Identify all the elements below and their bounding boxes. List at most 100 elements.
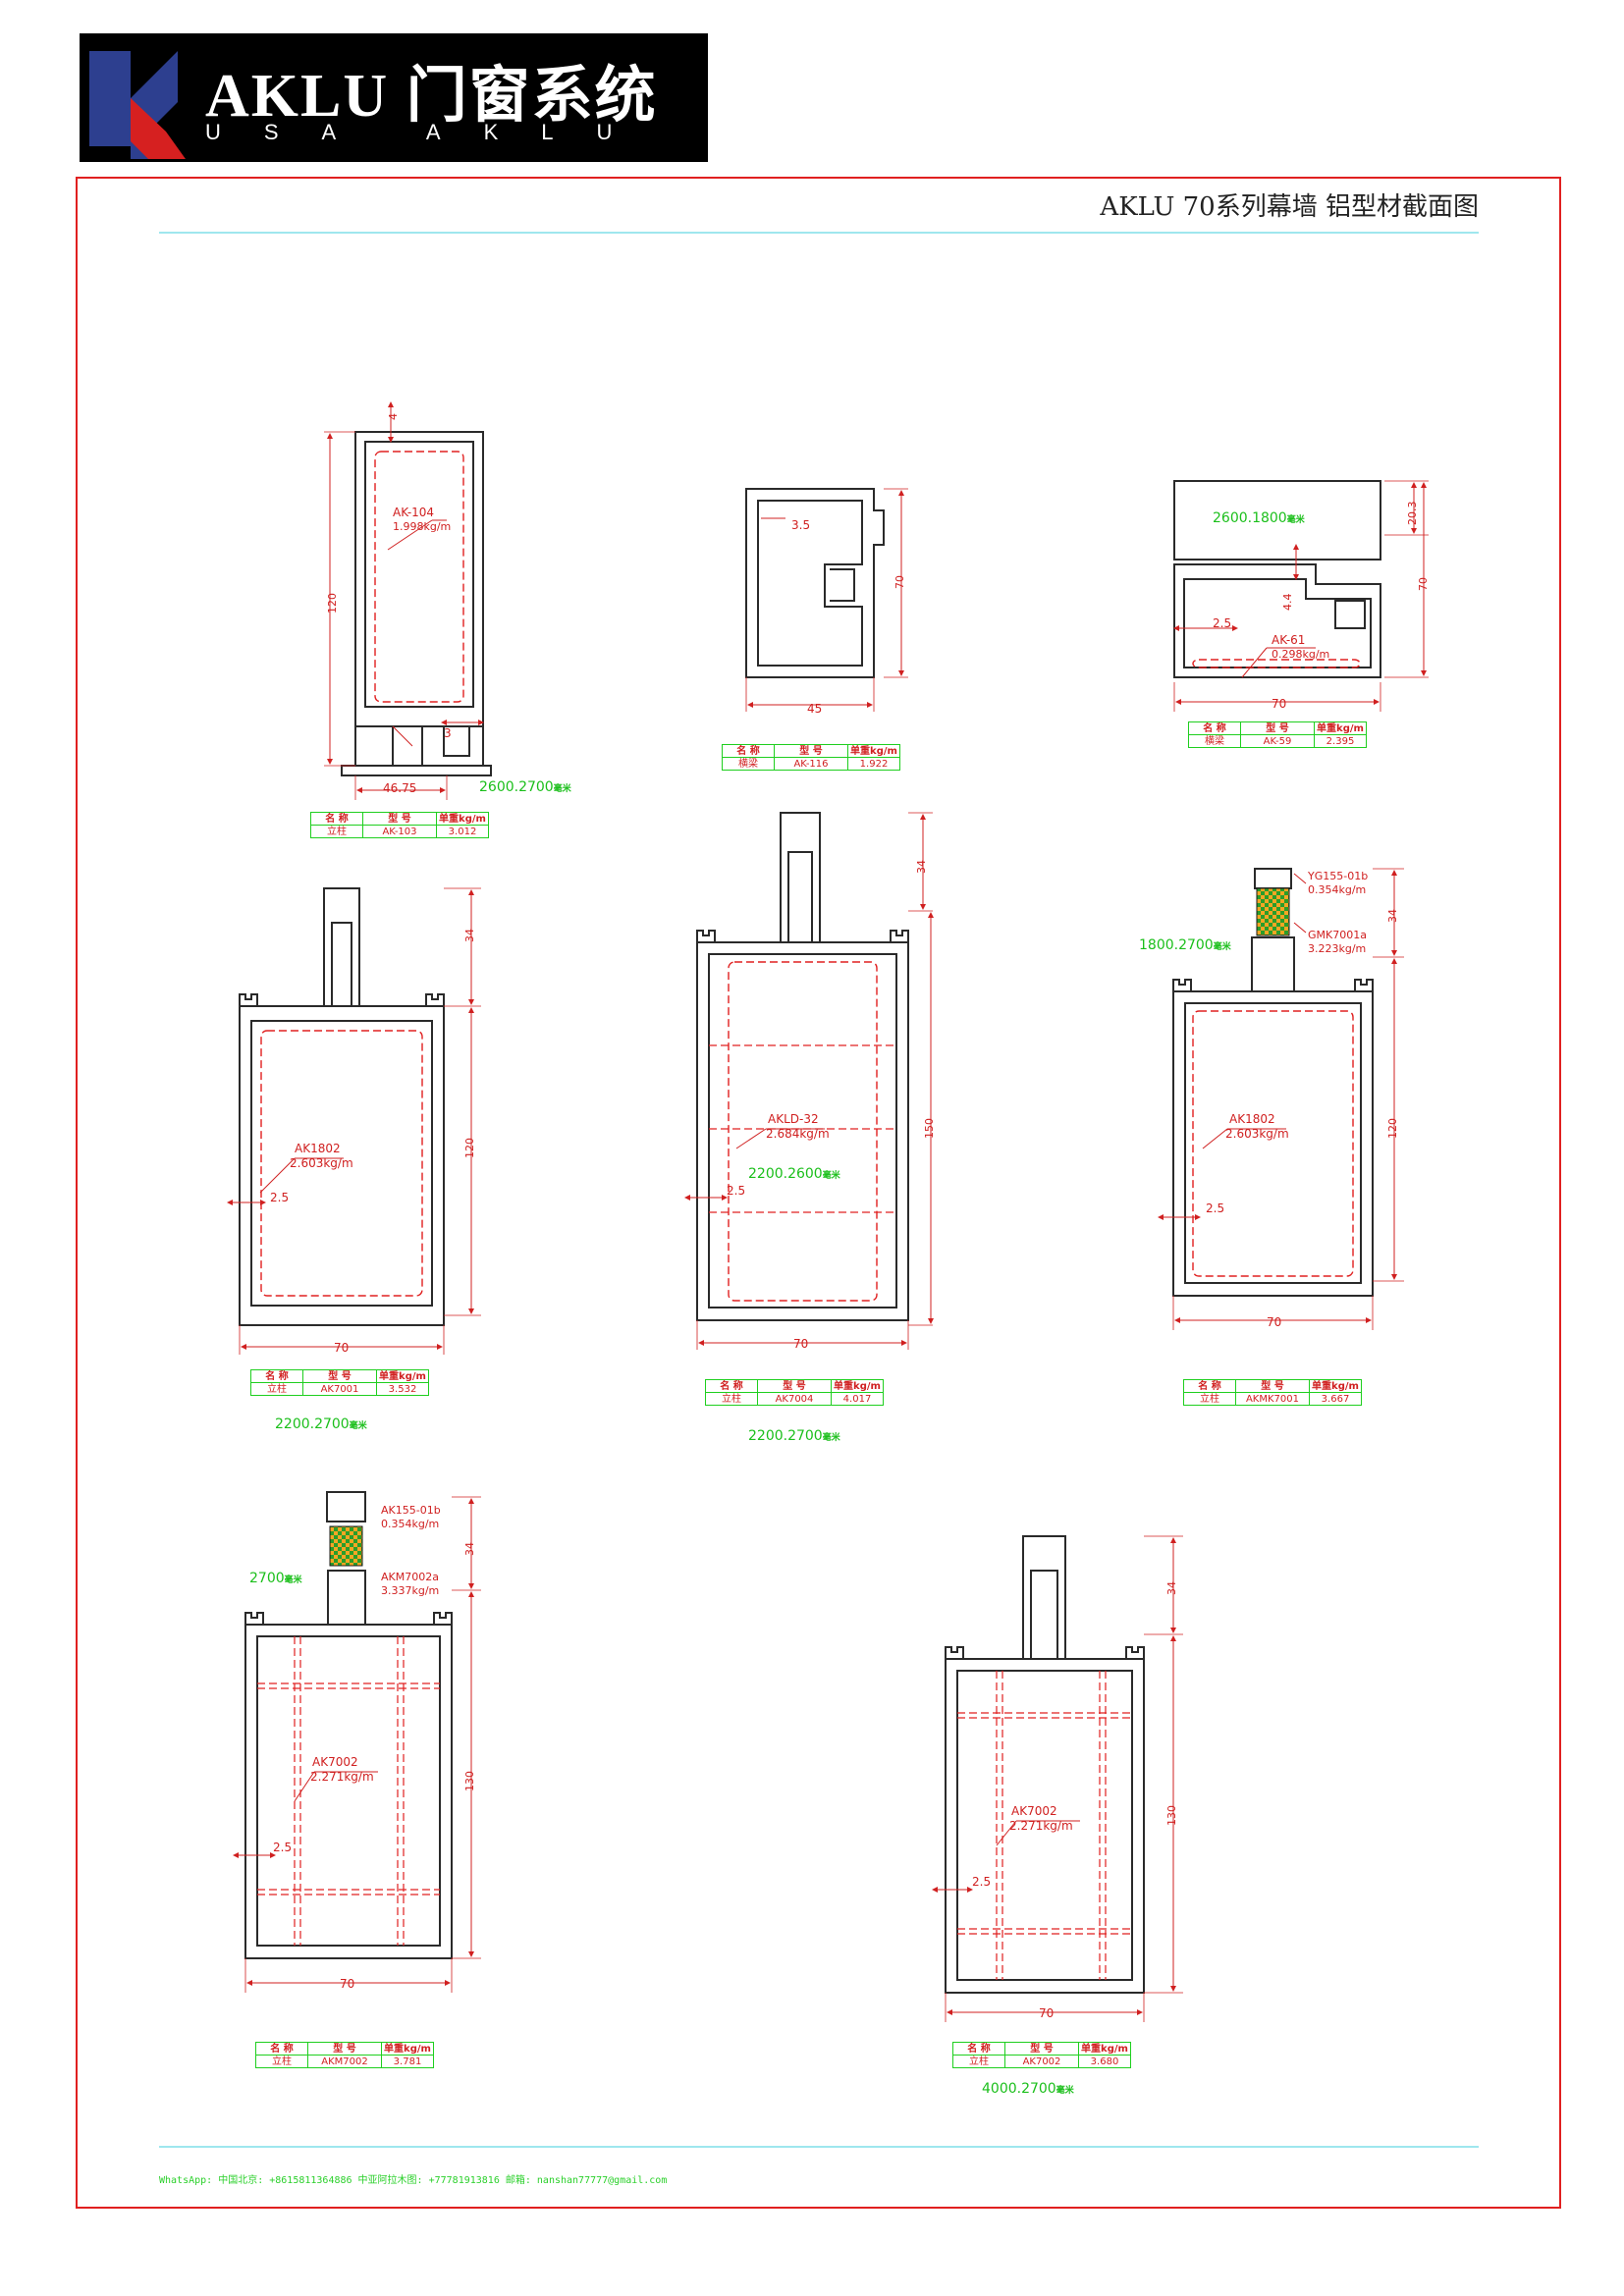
- spec-cell-weight: 4.017: [831, 1392, 884, 1406]
- profile-label: AK-104: [393, 506, 435, 519]
- dimension-label: 130: [1165, 1805, 1178, 1826]
- clip-lug: [945, 1646, 964, 1660]
- leader-line: [387, 519, 433, 551]
- top-part-weight: 0.354kg/m: [381, 1518, 440, 1530]
- spec-header-cell: 单重kg/m: [1078, 2042, 1131, 2056]
- profile-akm7002-body: [244, 1624, 453, 1959]
- dimension-label: 2.5: [972, 1875, 992, 1889]
- profile-ak103-foot: [341, 765, 492, 776]
- clip-lug: [1172, 979, 1192, 992]
- dimension-label: 3: [444, 726, 452, 740]
- spec-cell-weight: 3.781: [381, 2055, 434, 2068]
- mid-part-label: GMK7001a: [1308, 929, 1367, 941]
- profile-gmk7001-stem: [1251, 936, 1295, 992]
- profile-ak7004-stem: [780, 812, 821, 943]
- profile-label: AK7002: [1011, 1804, 1057, 1818]
- spec-cell-weight: 1.922: [847, 757, 900, 771]
- spec-cell-name: 立柱: [250, 1382, 303, 1396]
- leader-line: [735, 1128, 767, 1149]
- spec-header-cell: 名 称: [1188, 721, 1241, 735]
- spec-cell-name: 横梁: [722, 757, 775, 771]
- leader-line: [259, 1157, 296, 1194]
- profile-ak103-base: [355, 725, 483, 766]
- dimension-label: 34: [915, 860, 928, 874]
- spec-table-header: 名 称型 号单重kg/m: [722, 744, 900, 758]
- profile-ak7001-inner: [250, 1020, 433, 1307]
- length-value: 2200.2700: [275, 1416, 350, 1432]
- spec-header-cell: 单重kg/m: [376, 1369, 429, 1383]
- spec-cell-name: 立柱: [1183, 1392, 1236, 1406]
- profile-akm7002-inner: [256, 1635, 441, 1947]
- dimension-label: 34: [1386, 909, 1399, 923]
- spec-table-header: 名 称型 号单重kg/m: [255, 2042, 434, 2056]
- dimension-label: 4: [387, 413, 400, 420]
- length-value: 1800.2700: [1139, 937, 1214, 953]
- leader-line: [294, 1771, 315, 1802]
- spec-cell-model: AK-116: [774, 757, 848, 771]
- length-label: 2200.2700毫米: [748, 1428, 840, 1444]
- length-unit: 毫米: [822, 1171, 840, 1181]
- profile-ak155-top: [326, 1491, 366, 1522]
- leader-line: [1202, 1128, 1228, 1149]
- spec-header-cell: 型 号: [1240, 721, 1315, 735]
- profile-ak59-bottom: [1173, 563, 1381, 678]
- profile-ak7004-stem-inner: [787, 851, 813, 943]
- profile-weight: 1.998kg/m: [393, 520, 452, 533]
- length-label: 2200.2700毫米: [275, 1416, 367, 1432]
- clip-lug: [696, 930, 716, 943]
- profile-ak59-top: [1173, 480, 1381, 561]
- profile-ak116-body: [745, 488, 885, 678]
- gasket-strip: [329, 1525, 363, 1567]
- dimension-label: 2.5: [727, 1184, 746, 1198]
- clip-lug: [239, 993, 258, 1007]
- length-label: 2600.1800毫米: [1213, 510, 1305, 526]
- profile-ak7002-stem-inner: [1030, 1570, 1058, 1660]
- dimension-label: 3.5: [791, 518, 811, 532]
- profile-akmk7001-body: [1172, 990, 1374, 1297]
- profile-label: AK-61: [1272, 633, 1306, 647]
- top-part-label: YG155-01b: [1308, 870, 1369, 882]
- inner-length-label: 2200.2600毫米: [748, 1166, 840, 1182]
- length-label: 2700毫米: [249, 1571, 302, 1586]
- spec-cell-model: AKMK7001: [1235, 1392, 1310, 1406]
- leader-line: [996, 1820, 1017, 1846]
- length-label: 1800.2700毫米: [1139, 937, 1231, 953]
- dimension-label: 34: [1165, 1581, 1178, 1595]
- dimension-label: 120: [326, 593, 339, 614]
- gasket-strip: [1256, 887, 1290, 936]
- leader-line: [1293, 922, 1307, 934]
- spec-table-header: 名 称型 号单重kg/m: [1188, 721, 1367, 735]
- profile-label: AK1802: [295, 1142, 341, 1155]
- profile-ak61-dashed: [1192, 659, 1361, 668]
- spec-table-header: 名 称型 号单重kg/m: [250, 1369, 429, 1383]
- profile-akld32-dashed: [728, 961, 878, 1302]
- dimension-label: 120: [1386, 1118, 1399, 1139]
- length-unit: 毫米: [1056, 2086, 1074, 2096]
- clip-lug: [244, 1612, 264, 1626]
- spec-header-cell: 名 称: [1183, 1379, 1236, 1393]
- spec-header-cell: 名 称: [952, 2042, 1005, 2056]
- dimension-label: 70: [893, 575, 906, 589]
- spec-cell-weight: 2.395: [1314, 734, 1367, 748]
- spec-header-cell: 型 号: [362, 812, 437, 826]
- dimension-label: 150: [923, 1118, 936, 1139]
- spec-header-cell: 名 称: [310, 812, 363, 826]
- spec-header-cell: 单重kg/m: [1309, 1379, 1362, 1393]
- dimension-label: 34: [463, 929, 476, 942]
- spec-cell-weight: 3.680: [1078, 2055, 1131, 2068]
- profile-ak116-inner: [757, 500, 863, 667]
- dimension-label: 2.5: [1206, 1201, 1225, 1215]
- length-label: 4000.2700毫米: [982, 2081, 1074, 2097]
- profile-weight: 2.684kg/m: [766, 1127, 830, 1141]
- dimension-label: 45: [807, 702, 823, 716]
- spec-cell-weight: 3.667: [1309, 1392, 1362, 1406]
- profile-akm7002a-stem: [327, 1570, 366, 1626]
- leader-line: [1241, 647, 1268, 678]
- bottom-rule: [159, 2146, 1479, 2148]
- profile-weight: 2.603kg/m: [290, 1156, 353, 1170]
